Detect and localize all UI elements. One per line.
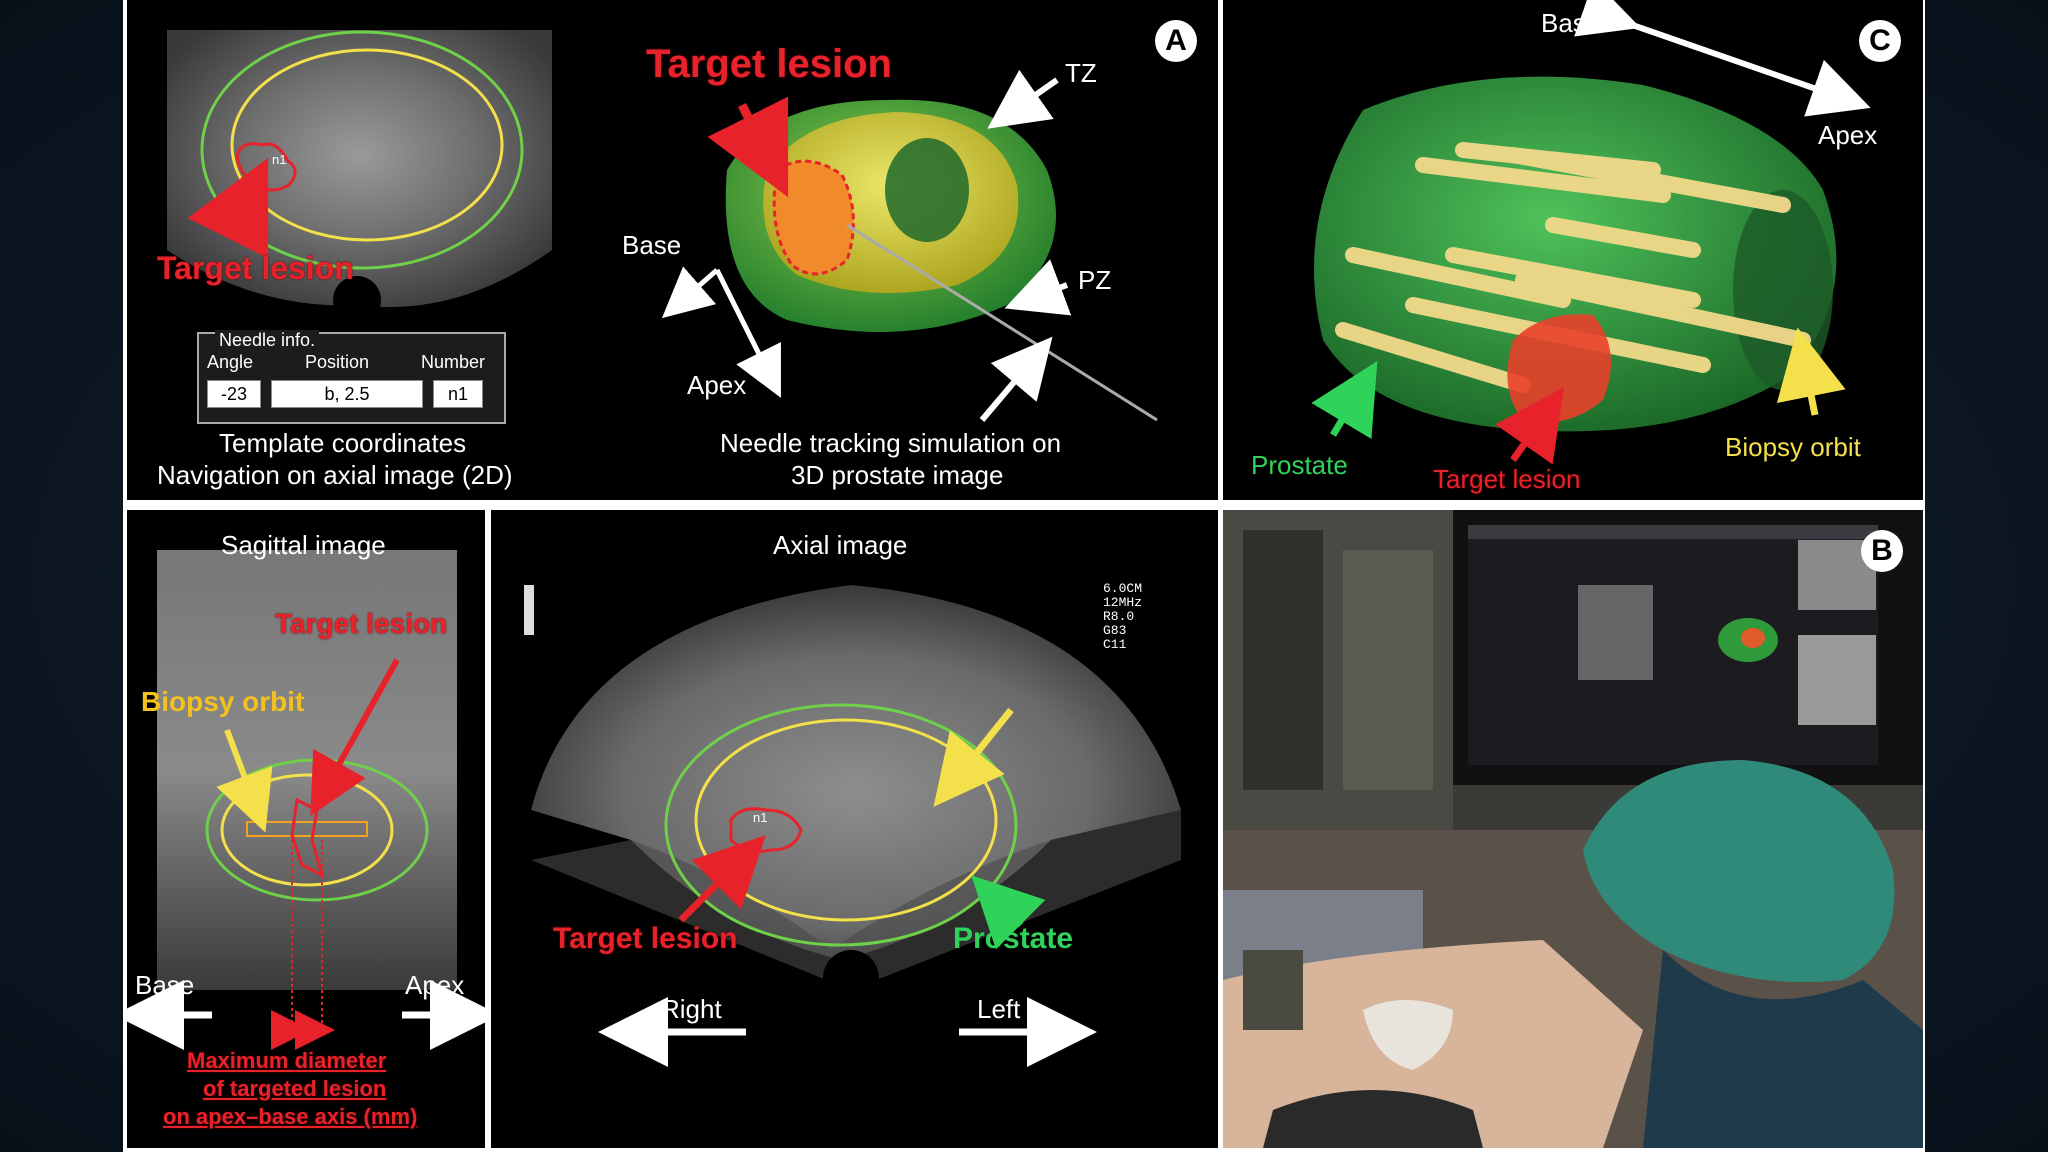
sagittal-title: Sagittal image [221, 530, 386, 560]
axial-target-label: Target lesion [553, 922, 738, 955]
us-setting-depth: 6.0CM [1103, 581, 1143, 596]
pz-label: PZ [1078, 265, 1112, 295]
us-setting-frequency: 12MHz [1103, 595, 1143, 610]
angle-field[interactable]: -23 [207, 380, 261, 408]
position-label: Position [305, 352, 370, 372]
needle-info-panel: Needle info. Angle Position Number -23 b… [197, 330, 506, 424]
lesion-tag-axial: n1 [753, 810, 768, 825]
diam-label-2: of targeted lesion [203, 1076, 387, 1101]
panel-sagittal: Sagittal image Target lesion Biopsy orbi… [127, 510, 485, 1148]
sagittal-base-label: Base [135, 970, 195, 1000]
sagittal-graphics [127, 550, 485, 1050]
us-settings: 6.0CM 12MHz R8.0 G83 C11 [1103, 582, 1142, 652]
panel-a-graphics [167, 30, 1158, 422]
axial-prostate-label: Prostate [953, 922, 1074, 955]
orbit-label-c: Biopsy orbit [1725, 432, 1861, 462]
apex-label-a: Apex [687, 370, 747, 400]
target-label-c: Target lesion [1433, 464, 1581, 494]
sagittal-target-label: Target lesion [275, 608, 448, 639]
axial-right-label: Right [661, 994, 722, 1024]
surgeon-cap [1583, 760, 1895, 982]
us-setting-gain: G83 [1103, 623, 1127, 638]
tz-contour-2d [230, 48, 504, 242]
us-setting-r: R8.0 [1103, 609, 1135, 624]
panel-c: Base Apex Prostate Target lesion Biopsy … [1223, 0, 1923, 500]
panel-a: Target lesion n1 Needle info. Angle Posi… [127, 0, 1218, 500]
lesion-3d [772, 159, 855, 276]
caption-right-1: Needle tracking simulation on [720, 428, 1062, 458]
model-target-label: Target lesion [646, 42, 892, 86]
tz-label: TZ [1065, 58, 1097, 88]
position-field[interactable]: b, 2.5 [271, 380, 423, 408]
sagittal-ultrasound [157, 550, 457, 990]
needle-info-title: Needle info. [215, 330, 320, 351]
axial-left-label: Left [977, 994, 1021, 1024]
badge-a: A [1155, 20, 1197, 62]
base-label-a: Base [622, 230, 682, 260]
angle-label: Angle [207, 352, 254, 372]
prostate-contour-2d [200, 30, 524, 270]
number-label: Number [421, 352, 486, 372]
sagittal-orbit-label: Biopsy orbit [141, 686, 305, 717]
panel-b-photo: B [1223, 510, 1923, 1148]
diam-label-1: Maximum diameter [187, 1048, 387, 1073]
caption-right-2: 3D prostate image [791, 460, 1004, 490]
badge-b: B [1861, 530, 1903, 572]
lesion-tag-2d: n1 [272, 152, 287, 167]
panel-axial: Axial image 6.0CM 12MHz R8.0 G83 C11 n1 … [491, 510, 1218, 1148]
biopsy-orbits [1335, 142, 1811, 393]
caption-left-1: Template coordinates [219, 428, 467, 458]
number-field[interactable]: n1 [433, 380, 483, 408]
panel-c-graphics [1311, 0, 1871, 465]
us-setting-c: C11 [1103, 637, 1127, 652]
diam-label-3: on apex–base axis (mm) [163, 1104, 418, 1129]
axial-graphics [524, 585, 1181, 1067]
sagittal-apex-label: Apex [405, 970, 465, 1000]
base-label-c: Base [1541, 8, 1601, 38]
badge-c: C [1859, 20, 1901, 62]
caption-left-2: Navigation on axial image (2D) [157, 460, 513, 490]
apex-label-c: Apex [1818, 120, 1878, 150]
us-target-label: Target lesion [157, 250, 354, 286]
prostate-label-c: Prostate [1251, 450, 1348, 480]
axial-ultrasound-fan [531, 585, 1181, 960]
clinic-photo [1223, 510, 1923, 1148]
figure: Target lesion n1 Needle info. Angle Posi… [123, 0, 1925, 1152]
axial-title: Axial image [773, 530, 908, 560]
